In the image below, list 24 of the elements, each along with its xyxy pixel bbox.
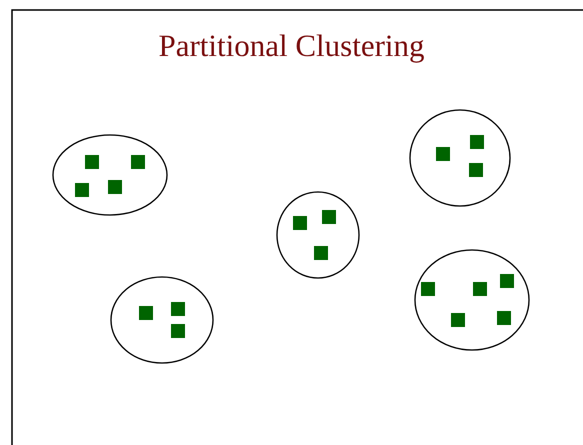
cluster-ellipse [409,109,511,207]
cluster-ellipse [52,134,168,216]
data-point [322,210,336,224]
data-point [470,135,484,149]
cluster-ellipse [110,276,214,364]
data-point [421,282,435,296]
data-point [131,155,145,169]
data-point [139,306,153,320]
cluster-ellipse [414,249,530,351]
data-point [75,183,89,197]
data-point [314,246,328,260]
data-point [451,313,465,327]
data-point [436,147,450,161]
data-point [500,274,514,288]
title: Partitional Clustering [157,28,426,64]
data-point [473,282,487,296]
data-point [469,163,483,177]
cluster-ellipse [276,191,360,279]
data-point [171,324,185,338]
data-point [108,180,122,194]
data-point [497,311,511,325]
data-point [85,155,99,169]
data-point [293,216,307,230]
data-point [171,302,185,316]
